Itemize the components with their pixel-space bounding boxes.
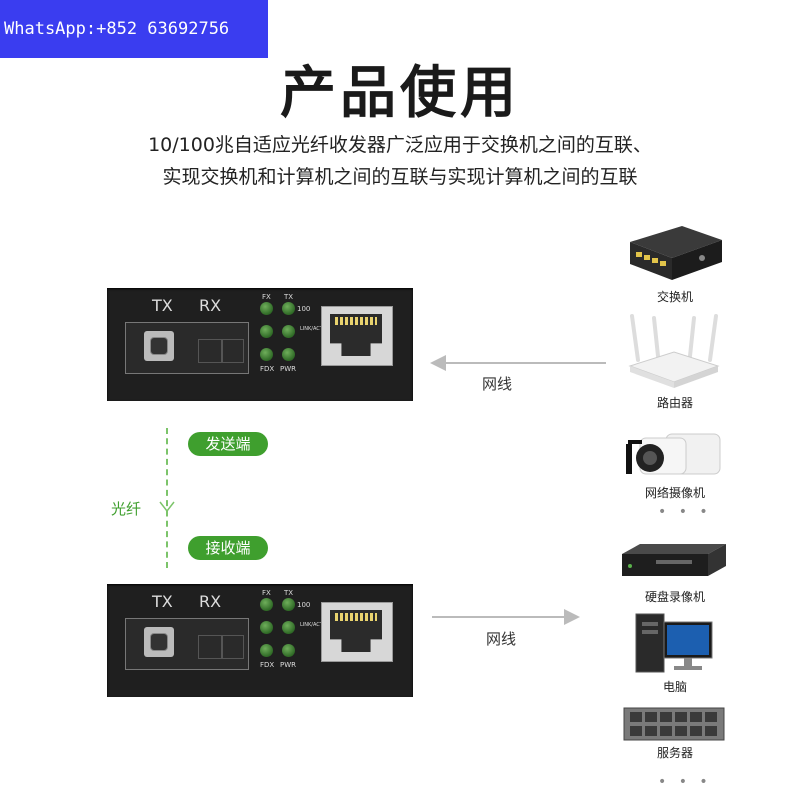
dvr-icon: [622, 544, 726, 576]
led-label-pwr: PWR: [280, 365, 297, 373]
media-converter-sender: TX RX FX TX 100 LINK/ACT FDX PWR: [107, 288, 413, 401]
led-indicator: [282, 302, 295, 315]
rx-label: RX: [199, 296, 222, 315]
rj45-port-icon: [321, 306, 393, 366]
rx-label: RX: [199, 592, 222, 611]
receiver-badge: 接收端: [188, 536, 268, 560]
led-indicator: [260, 302, 273, 315]
led-indicator: [260, 325, 273, 338]
led-indicator: [282, 598, 295, 611]
tx-label: TX: [152, 592, 173, 611]
subtitle-line-1: 10/100兆自适应光纤收发器广泛应用于交换机之间的互联、: [148, 134, 652, 156]
watermark-banner: WhatsApp:+852 63692756: [0, 0, 268, 58]
arrow-right-icon: [432, 609, 580, 625]
led-label-fx: FX: [262, 589, 271, 597]
more-indicator: • • •: [658, 504, 712, 520]
chevron-down-icon: [159, 501, 175, 513]
led-label-tx: TX: [284, 293, 294, 301]
led-label-link: LINK/ACT: [300, 622, 323, 628]
led-label-link: LINK/ACT: [300, 326, 323, 332]
device-label-switch: 交换机: [656, 290, 693, 304]
led-label-fdx: FDX: [260, 365, 275, 373]
led-indicator: [260, 644, 273, 657]
media-converter-receiver: TX RX FX TX 100 LINK/ACT FDX PWR: [107, 584, 413, 697]
device-label-computer: 电脑: [662, 680, 687, 694]
sc-connector-icon: [144, 627, 174, 657]
led-indicator: [282, 644, 295, 657]
page-title: 产品使用: [280, 61, 520, 126]
sender-badge: 发送端: [188, 432, 268, 456]
led-indicator: [282, 621, 295, 634]
device-label-router: 路由器: [656, 396, 693, 410]
more-indicator: • • •: [658, 774, 712, 790]
led-label-pwr: PWR: [280, 661, 297, 669]
device-label-server: 服务器: [656, 746, 693, 760]
device-label-dvr: 硬盘录像机: [644, 590, 705, 604]
sc-connector-icon: [144, 331, 174, 361]
subtitle-line-2: 实现交换机和计算机之间的互联与实现计算机之间的互联: [162, 166, 638, 188]
tx-label: TX: [152, 296, 173, 315]
fiber-port: [125, 322, 249, 374]
led-label-fx: FX: [262, 293, 271, 301]
computer-icon: [635, 613, 713, 673]
led-indicator: [260, 348, 273, 361]
arrow-left-icon: [430, 355, 606, 371]
led-indicator: [282, 325, 295, 338]
device-label-camera: 网络摄像机: [644, 486, 705, 500]
camera-icon: [626, 433, 721, 475]
rj45-port-icon: [321, 602, 393, 662]
fiber-label: 光纤: [111, 500, 142, 518]
cable-label-bottom: 网线: [486, 630, 517, 648]
led-indicator: [260, 598, 273, 611]
router-icon: [628, 314, 720, 388]
switch-icon: [630, 226, 722, 280]
server-icon: [623, 707, 725, 741]
led-label-100: 100: [297, 305, 311, 313]
led-label-tx: TX: [284, 589, 294, 597]
cable-label-top: 网线: [482, 375, 513, 393]
fiber-port: [125, 618, 249, 670]
led-indicator: [282, 348, 295, 361]
led-indicator: [260, 621, 273, 634]
led-label-fdx: FDX: [260, 661, 275, 669]
fiber-line: [166, 428, 168, 568]
led-label-100: 100: [297, 601, 311, 609]
